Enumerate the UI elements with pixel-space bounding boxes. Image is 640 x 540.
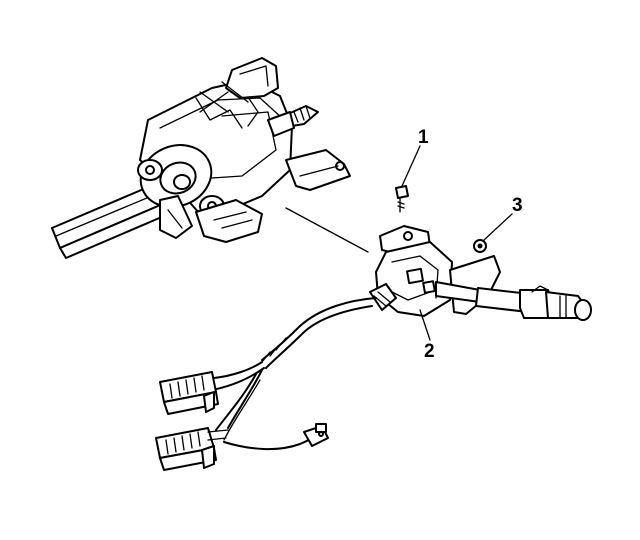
retaining-nut	[473, 239, 487, 253]
steering-column-assembly	[51, 57, 351, 259]
column-lower-mount	[159, 195, 263, 243]
wiring-harness	[211, 297, 377, 451]
harness-connector-small	[303, 423, 329, 447]
column-hub	[137, 144, 225, 217]
callout-leader-1	[401, 145, 421, 187]
multifunction-lever	[435, 281, 592, 321]
callout-number-3: 3	[512, 195, 523, 216]
turn-signal-switch-assembly	[369, 225, 501, 317]
callout-leader-2	[419, 309, 431, 341]
harness-connector-upper	[159, 371, 219, 415]
callout-number-1: 1	[418, 127, 429, 148]
callout-number-2: 2	[424, 341, 435, 362]
mounting-screw	[395, 185, 409, 213]
alignment-leader-line	[285, 207, 369, 253]
column-side-bracket	[285, 149, 351, 191]
column-upper-shaft	[267, 105, 319, 137]
callout-leader-3	[483, 213, 513, 241]
harness-connector-lower	[155, 427, 229, 471]
